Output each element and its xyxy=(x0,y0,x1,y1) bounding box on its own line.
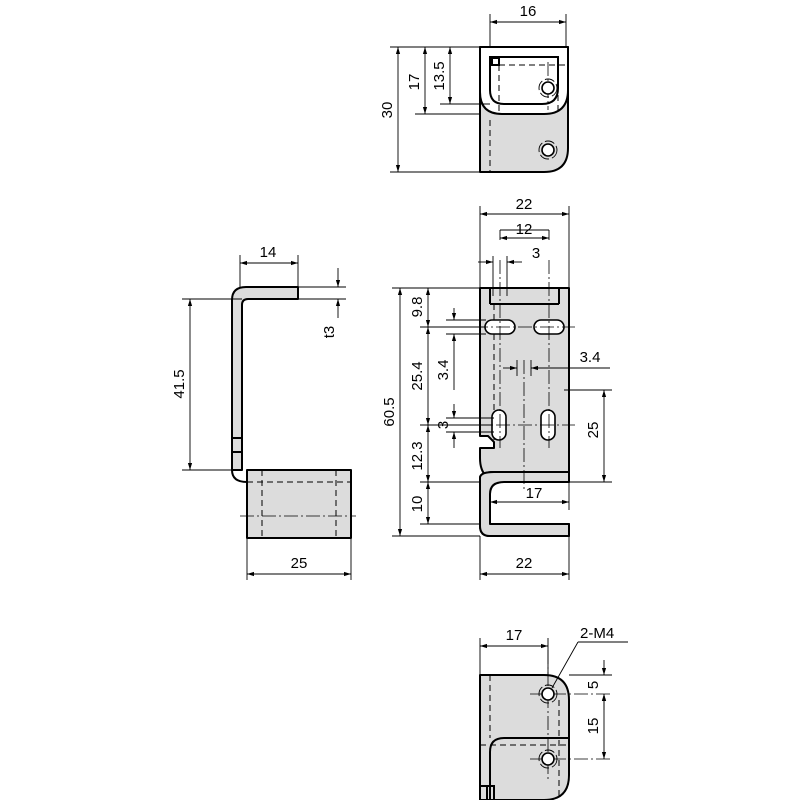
front-view: 22 12 3 60.5 9.8 25.4 3.4 xyxy=(381,196,612,580)
bottom-view-hole-lower xyxy=(541,752,555,766)
dim-front-slot2-length: 3.4 xyxy=(580,349,601,366)
dim-front-width-bottom: 22 xyxy=(516,555,533,572)
dim-front-total-height: 60.5 xyxy=(381,397,398,426)
dim-front-lower-slot-width: 3 xyxy=(435,421,452,429)
dim-side-top-flange: 14 xyxy=(260,244,277,261)
side-view-profile xyxy=(231,286,299,471)
front-view-plate xyxy=(479,287,570,483)
dim-front-right-height: 25 xyxy=(585,422,602,439)
dim-front-slot-width: 3 xyxy=(532,245,540,262)
dim-side-thickness: t3 xyxy=(321,326,338,339)
dim-front-hook-width: 17 xyxy=(526,485,543,502)
dim-bottom-hole-spacing: 15 xyxy=(585,718,602,735)
bottom-view-hole-upper xyxy=(541,687,555,701)
thread-callout: 2-M4 xyxy=(580,625,614,642)
dim-top-total-height: 30 xyxy=(379,102,396,119)
dim-bottom-width: 17 xyxy=(506,627,523,644)
dim-side-bottom: 25 xyxy=(291,555,308,572)
dim-front-slot-gap: 25.4 xyxy=(409,361,426,390)
dim-front-hook: 10 xyxy=(409,496,426,513)
bottom-view: 17 2-M4 5 15 xyxy=(479,625,628,800)
dim-bottom-hole-top: 5 xyxy=(585,681,602,689)
top-view: 16 30 17 13.5 xyxy=(379,3,569,173)
dim-front-slot-offset: 9.8 xyxy=(409,297,426,318)
dim-side-height: 41.5 xyxy=(171,369,188,398)
dim-top-inner-height: 13.5 xyxy=(431,61,448,90)
dim-top-mid-height: 17 xyxy=(406,74,423,91)
top-view-hole-lower xyxy=(541,143,555,157)
dim-front-slot-spacing: 12 xyxy=(516,221,533,238)
dim-top-width: 16 xyxy=(520,3,537,20)
top-view-hole-upper xyxy=(541,81,555,95)
side-view-base xyxy=(246,469,352,539)
dim-front-width-top: 22 xyxy=(516,196,533,213)
dim-front-lower-offset: 12.3 xyxy=(409,441,426,470)
dim-front-slot-length: 3.4 xyxy=(435,360,452,381)
side-view: 14 t3 41.5 25 xyxy=(171,244,356,580)
